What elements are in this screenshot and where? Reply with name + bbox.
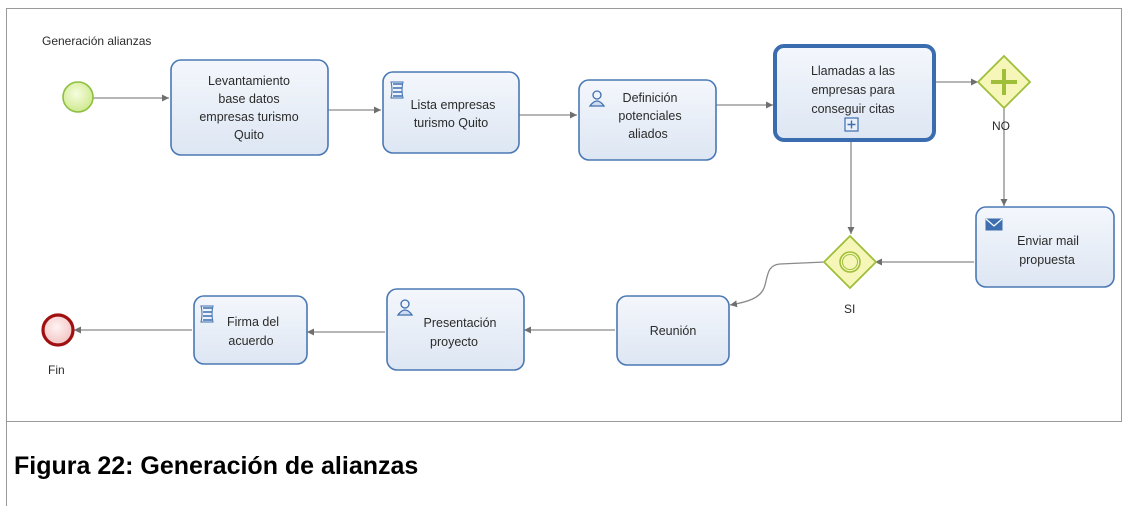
task-lista-line-1: Lista empresas bbox=[411, 98, 496, 112]
task-firma-line-2: acuerdo bbox=[228, 334, 273, 348]
task-llamadas-line-3: conseguir citas bbox=[811, 102, 894, 116]
task-enviar-line-2: propuesta bbox=[1019, 253, 1075, 267]
end-event bbox=[41, 313, 75, 347]
gateway-event[interactable] bbox=[822, 234, 878, 290]
user-icon bbox=[588, 90, 606, 107]
task-reunion-line-1: Reunión bbox=[650, 324, 697, 338]
script-icon bbox=[200, 305, 214, 323]
task-lista-line-2: turismo Quito bbox=[414, 116, 488, 130]
flow-gateway-event-to-reunion bbox=[729, 261, 826, 308]
task-llamadas[interactable]: Llamadas a las empresas para conseguir c… bbox=[773, 44, 936, 142]
task-firma-line-1: Firma del bbox=[227, 315, 279, 329]
pool-title: Generación alianzas bbox=[42, 34, 151, 48]
task-levantamiento[interactable]: Levantamiento base datos empresas turism… bbox=[170, 59, 329, 156]
task-definicion[interactable]: Definición potenciales aliados bbox=[578, 79, 717, 161]
task-llamadas-line-2: empresas para bbox=[811, 83, 894, 97]
task-enviar-mail[interactable]: Enviar mail propuesta bbox=[975, 206, 1115, 288]
gateway-event-label: SI bbox=[844, 302, 855, 316]
task-levantamiento-line-3: empresas turismo bbox=[199, 110, 298, 124]
task-reunion[interactable]: Reunión bbox=[616, 295, 730, 366]
task-llamadas-line-1: Llamadas a las bbox=[811, 64, 895, 78]
task-levantamiento-line-2: base datos bbox=[218, 92, 279, 106]
subprocess-plus-icon bbox=[844, 117, 859, 132]
script-icon bbox=[390, 81, 404, 99]
task-presentacion-line-2: proyecto bbox=[430, 335, 478, 349]
task-presentacion-line-1: Presentación bbox=[424, 316, 497, 330]
end-event-label: Fin bbox=[48, 363, 65, 377]
task-definicion-line-3: aliados bbox=[628, 127, 668, 141]
figure-caption: Figura 22: Generación de alianzas bbox=[14, 452, 419, 480]
sequence-flows bbox=[74, 78, 1008, 336]
task-presentacion[interactable]: Presentación proyecto bbox=[386, 288, 525, 371]
task-firma[interactable]: Firma del acuerdo bbox=[193, 295, 308, 365]
task-enviar-line-1: Enviar mail bbox=[1017, 234, 1079, 248]
bpmn-diagram: Generación alianzas Fin Levantamiento ba… bbox=[41, 34, 1115, 377]
gateway-parallel[interactable] bbox=[976, 54, 1032, 110]
task-lista-empresas[interactable]: Lista empresas turismo Quito bbox=[382, 71, 520, 154]
task-definicion-line-1: Definición bbox=[623, 91, 678, 105]
page-border-line bbox=[6, 420, 7, 506]
user-icon bbox=[396, 299, 414, 316]
start-event bbox=[62, 81, 94, 113]
gateway-parallel-label: NO bbox=[992, 119, 1010, 133]
envelope-icon bbox=[985, 218, 1003, 231]
task-levantamiento-line-1: Levantamiento bbox=[208, 74, 290, 88]
task-definicion-line-2: potenciales bbox=[618, 109, 681, 123]
task-levantamiento-line-4: Quito bbox=[234, 128, 264, 142]
